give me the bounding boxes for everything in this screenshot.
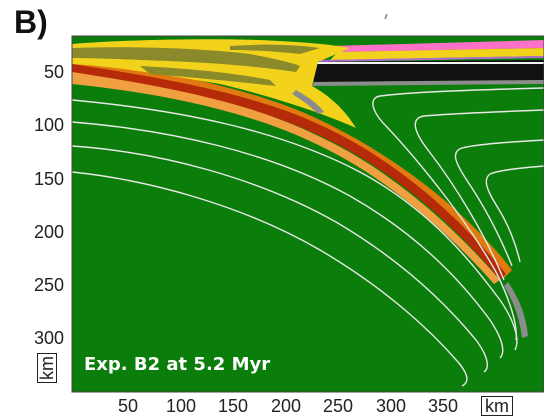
grey-slab-tip: [504, 282, 528, 338]
yellow-wedge: [72, 39, 356, 128]
y-tick-200: 200: [33, 222, 64, 242]
grey-wedge: [292, 90, 324, 114]
x-tick-50: 50: [117, 396, 139, 416]
isotherm-right-2: [414, 109, 544, 281]
isotherms: [72, 87, 544, 387]
y-tick-50: 50: [43, 62, 64, 82]
y-tick-250: 250: [33, 275, 64, 295]
olive-wedge-2: [140, 66, 276, 86]
y-tick-100: 100: [33, 115, 64, 135]
black-layer: [312, 60, 544, 82]
olive-wedge-1: [72, 47, 300, 72]
x-tick-350: 350: [427, 396, 459, 416]
isotherm-1: [72, 99, 518, 351]
plot-frame: [71, 35, 544, 393]
x-tick-150: 150: [217, 396, 249, 416]
purple-line: [320, 56, 544, 62]
x-axis-unit: km: [481, 396, 513, 416]
pink-layer: [330, 40, 544, 52]
isotherm-3: [72, 145, 488, 373]
x-tick-100: 100: [165, 396, 197, 416]
grey-band-right: [312, 80, 544, 86]
experiment-label: Exp. B2 at 5.2 Myr: [84, 354, 271, 375]
y-axis-unit: km: [37, 348, 64, 388]
x-tick-250: 250: [322, 396, 354, 416]
x-tick-300: 300: [375, 396, 407, 416]
isotherm-right-4: [485, 165, 544, 263]
isotherm-right-3: [454, 139, 544, 267]
white-band: [300, 62, 544, 64]
isotherm-4: [72, 171, 468, 387]
isotherm-right-1: [372, 87, 544, 341]
isotherm-2: [72, 121, 504, 359]
y-tick-150: 150: [33, 169, 64, 189]
panel-label: B): [14, 4, 48, 40]
y-tick-300: 300: [33, 328, 64, 348]
x-tick-200: 200: [270, 396, 302, 416]
olive-wedge-3: [230, 44, 320, 54]
